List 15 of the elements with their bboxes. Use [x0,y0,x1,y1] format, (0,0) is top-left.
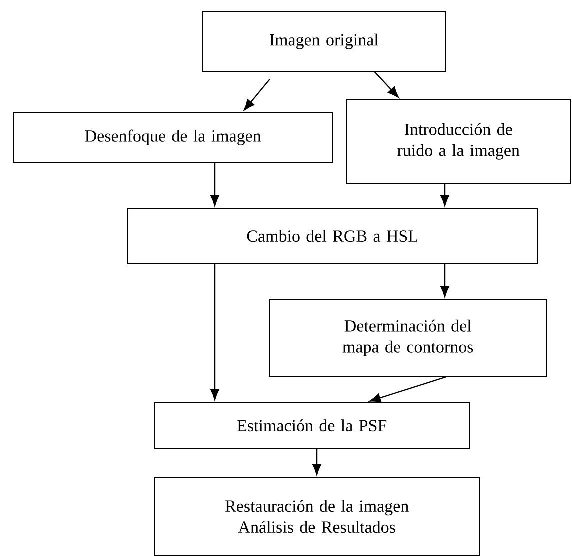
arrow [440,184,450,206]
process-box: Estimación de la PSF [154,402,470,450]
process-box: Imagen original [202,11,446,72]
process-box: Cambio del RGB a HSL [127,208,538,264]
process-box: Introducción de ruido a la imagen [346,99,572,184]
process-box: Desenfoque de la imagen [13,112,334,164]
arrow [210,163,220,206]
arrow [440,264,450,298]
arrow [244,78,270,111]
arrow [312,449,322,476]
arrow [210,264,220,400]
process-box: Determinación del mapa de contornos [269,299,548,378]
process-box: Restauración de la imagen Análisis de Resultados [154,477,480,556]
arrow [374,72,399,98]
arrow [370,376,446,403]
